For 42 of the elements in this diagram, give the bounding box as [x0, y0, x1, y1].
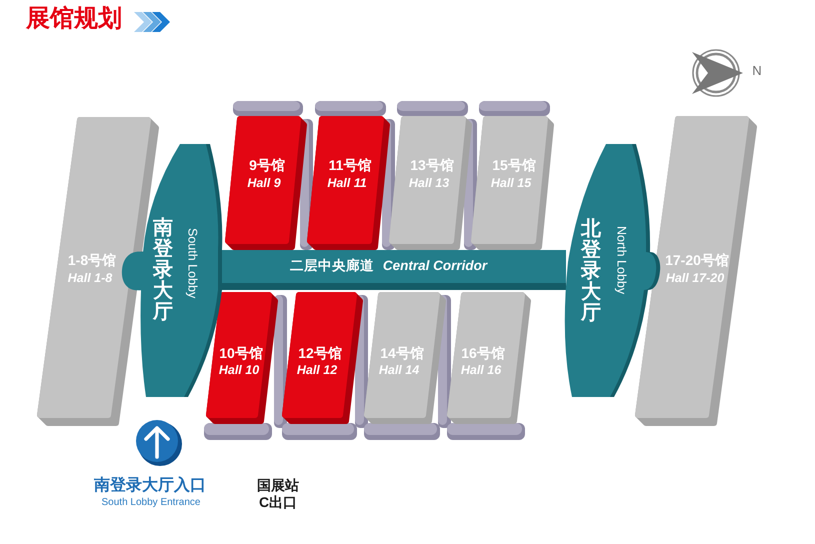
hall-label: 14号馆 — [380, 345, 424, 362]
entrance-label: 南登录大厅入口 — [94, 477, 206, 496]
hall-label: 17-20号馆 — [665, 252, 729, 268]
lobby-label: 南登录大厅 — [153, 218, 173, 323]
hall-block — [635, 116, 757, 426]
hall-block — [364, 292, 446, 424]
hall-label: Hall 15 — [490, 176, 532, 190]
hall-block — [225, 116, 307, 250]
hall-label: 15号馆 — [492, 157, 536, 174]
title: 展馆规划 — [26, 5, 122, 33]
hall-label: Hall 14 — [378, 363, 420, 378]
hall-label: 12号馆 — [298, 345, 342, 362]
hall-label: 16号馆 — [461, 345, 505, 362]
hall-label: Hall 11 — [327, 176, 367, 190]
corridor-label: Central Corridor — [382, 258, 488, 274]
hall-label: 13号馆 — [410, 157, 454, 174]
hall-label: 11号馆 — [328, 157, 372, 174]
hall-label: Hall 1-8 — [68, 271, 112, 286]
hall-block — [307, 116, 390, 250]
hall-label: Hall 12 — [296, 363, 338, 378]
entrance-label: South Lobby Entrance — [102, 497, 200, 508]
lobby-label: South Lobby — [186, 228, 198, 298]
hall-block — [282, 292, 363, 424]
corridor-label: 二层中央廊道 — [290, 258, 374, 274]
hall-label: Hall 17-20 — [666, 271, 724, 286]
lobby-label: 北登录大厅 — [581, 219, 601, 324]
lobby-label: North Lobby — [614, 226, 628, 294]
hall-block — [447, 292, 531, 424]
hall-label: 10号馆 — [219, 345, 263, 362]
hall-block — [206, 292, 278, 424]
north-label: N — [752, 64, 762, 79]
station-label: C出口 — [258, 494, 298, 510]
corridor-band — [222, 250, 566, 290]
hall-label: 1-8号馆 — [68, 252, 116, 268]
hall-label: 9号馆 — [249, 157, 285, 174]
hall-label: Hall 16 — [460, 363, 502, 378]
hall-block — [389, 116, 472, 250]
hall-label: Hall 10 — [218, 363, 260, 378]
hall-block — [471, 116, 554, 250]
hall-label: Hall 13 — [408, 176, 450, 190]
hall-label: Hall 9 — [247, 176, 281, 190]
station-label: 国展站 — [257, 477, 299, 494]
